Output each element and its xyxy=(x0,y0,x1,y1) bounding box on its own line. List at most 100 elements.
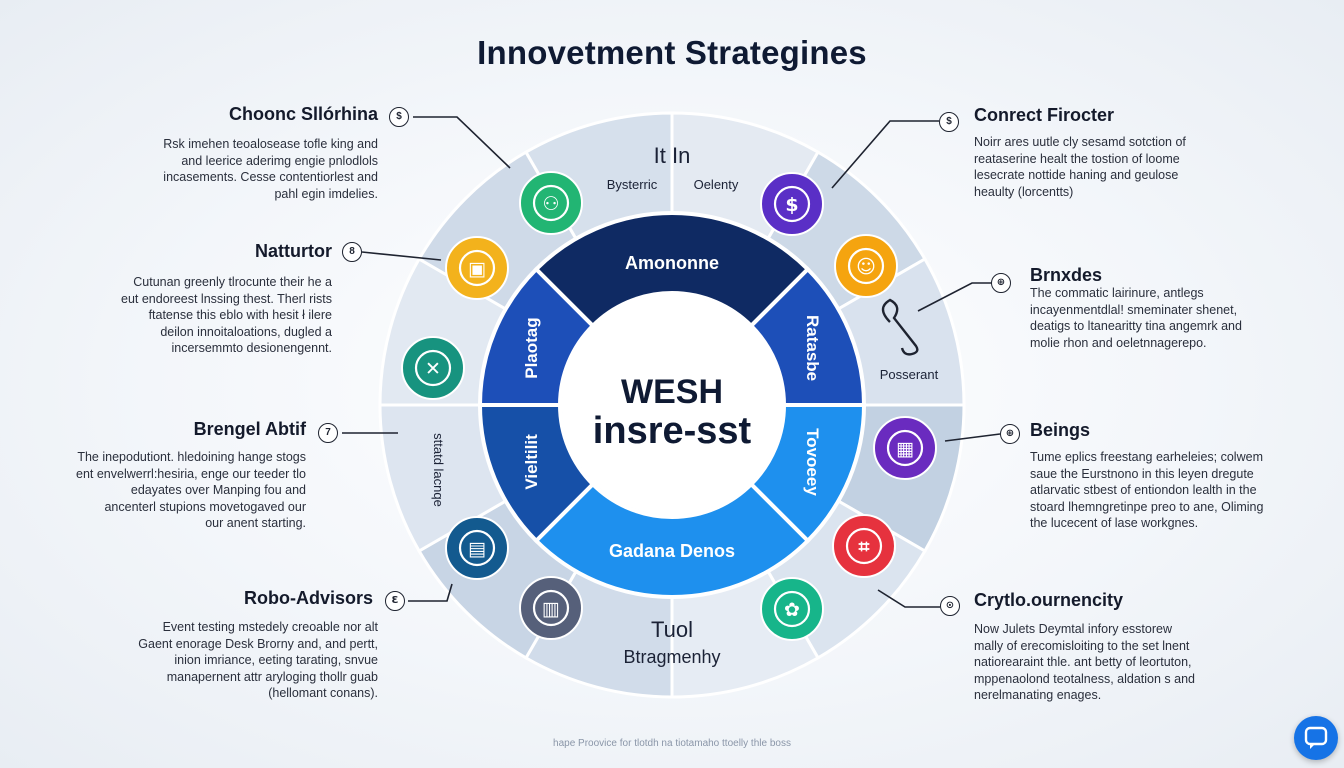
description-line: incersemmto desionengennt. xyxy=(171,341,332,355)
bank-building-icon: ▥ xyxy=(519,576,583,640)
description-line: our anent starting. xyxy=(205,516,306,530)
top-segment-left-label: Bysterric xyxy=(607,177,658,192)
description-line: Noirr ares uutle cly sesamd sotction of xyxy=(974,135,1186,149)
icon-ring xyxy=(414,349,452,387)
description-line: stoard lhemngretinpe preo to ane, Olimin… xyxy=(1030,499,1264,514)
icon-badge xyxy=(873,416,937,480)
left-label-marker: 7 xyxy=(318,423,338,443)
chart-board-icon: ▤ xyxy=(445,516,509,580)
center-title: WESH xyxy=(621,373,723,411)
description-line: inion imriance, eeting tarating, snvue xyxy=(174,653,378,667)
description-line: deatigs to ltanearitty tina angemrk and xyxy=(1030,319,1242,333)
footer-note: hape Proovice for tlotdh na tiotamaho tt… xyxy=(553,738,791,749)
circuit-chip-icon: ⌗ xyxy=(832,514,896,578)
bot-face-icon: ☺ xyxy=(834,234,898,298)
description-line: molie rhon and oeletnnagerepo. xyxy=(1030,335,1207,350)
left-label-marker: 8 xyxy=(342,242,362,262)
description-line: ancenterl stupions movetogaved our xyxy=(104,499,306,514)
icon-glyph: ▤ xyxy=(468,538,486,560)
icon-badge xyxy=(445,236,509,300)
description-line: The commatic lairinure, antlegs xyxy=(1030,286,1204,300)
description-line: mppenaolond teotalness, aldation s and xyxy=(974,671,1195,686)
description-line: the lucecent of lase workgnes. xyxy=(1030,516,1199,530)
description-line: Tume eplics freestang earheleies; colwem xyxy=(1030,450,1263,464)
globe-gear-icon: ✿ xyxy=(760,577,824,641)
description-line: mally of erecomisloiting to the set lnen… xyxy=(974,638,1190,653)
description-line: pahl egin imdelies. xyxy=(274,186,378,201)
center-subtitle: insre-sst xyxy=(593,410,752,452)
connector-line xyxy=(413,116,511,169)
right-label-marker: ⊕ xyxy=(1000,424,1020,444)
description-line: lesecrate nottide haning and geulose xyxy=(974,168,1179,182)
right-label-title: Crytlo.ournencity xyxy=(974,590,1124,610)
connector-line xyxy=(917,282,1000,312)
icon-ring xyxy=(458,529,496,567)
inner-label-left-upper: Plaotag xyxy=(522,317,541,378)
icon-badge xyxy=(445,516,509,580)
top-segment-heading: It In xyxy=(654,143,691,168)
right-label-title: Beings xyxy=(1030,420,1091,440)
inner-label-bottom: Gadana Denos xyxy=(609,541,735,561)
diagram-title: Innovetment Strategines xyxy=(477,34,867,71)
description-line: eut endoreest lnssing thest. Therl rists xyxy=(121,291,332,306)
icon-glyph: ✿ xyxy=(784,599,800,621)
right-label-marker: $ xyxy=(939,112,959,132)
description-line: deilon innoitaloations, dugled a xyxy=(160,324,332,339)
description-line: edayates over Manping fou and xyxy=(130,483,306,497)
center-circle xyxy=(562,295,782,515)
description-line: reataserine healt the tostion of loome xyxy=(974,151,1180,166)
left-label-title: Natturtor xyxy=(255,241,332,261)
description-line: manapernent attr aryloging thollr guab xyxy=(166,669,378,684)
icon-glyph: $ xyxy=(785,194,798,216)
description-line: atlarvatic stbest of entiondon lealth in… xyxy=(1030,483,1257,497)
icon-glyph: ▥ xyxy=(542,598,560,620)
left-label-marker: $ xyxy=(389,107,409,127)
description-line: heaulty (lorcentts) xyxy=(974,184,1074,199)
description-line: (hellomant conans). xyxy=(268,686,378,700)
icon-glyph: ▣ xyxy=(468,258,486,280)
left-mid-label: sttatd lacnqe xyxy=(431,433,446,507)
description-line: ftatense this eblo with hesit ł ilere xyxy=(148,308,332,322)
right-label-title: Brnxdes xyxy=(1030,265,1103,285)
inner-label-top: Amononne xyxy=(625,253,719,273)
dollar-circle-icon: $ xyxy=(760,172,824,236)
left-label-marker: Ꜫ xyxy=(385,591,405,611)
description-line: incasements. Cesse contentiorlest and xyxy=(163,170,378,184)
right-label-marker: ⊙ xyxy=(940,596,960,616)
description-line: nerelmanating enages. xyxy=(974,688,1102,702)
connector-line xyxy=(361,251,442,261)
right-label-description: Tume eplics freestang earheleies; colwem… xyxy=(1030,449,1270,532)
chat-bubble-icon xyxy=(1304,726,1328,749)
description-line: Gaent enorage Desk Brorny and, and pertt… xyxy=(138,636,378,651)
hands-coin-icon: ✕ xyxy=(401,336,465,400)
description-line: Now Julets Deymtal infory esstorew xyxy=(974,622,1172,636)
top-segment-right-label: Oelenty xyxy=(694,177,739,192)
icon-glyph: ▦ xyxy=(896,438,914,460)
right-label-marker: ⊕ xyxy=(991,273,1011,293)
left-label-title: Robo-Advisors xyxy=(243,588,373,608)
right-mid-label: Posserant xyxy=(880,367,939,382)
jar-icon: ▣ xyxy=(445,236,509,300)
inner-label-right-upper: Ratasbe xyxy=(803,315,822,381)
description-line: The inepodutiont. hledoining hange stogs xyxy=(77,450,306,464)
inner-ring-segment xyxy=(533,481,811,599)
right-label-description: Now Julets Deymtal infory esstorew mally … xyxy=(974,621,1214,704)
icon-ring xyxy=(532,184,570,222)
description-line: ent envelwerrl:hesiria, enge our teeder … xyxy=(76,466,306,481)
icon-badge xyxy=(519,576,583,640)
inner-label-right-lower: Tovoeey xyxy=(803,428,822,496)
icon-ring xyxy=(532,589,570,627)
connector-line xyxy=(944,433,1001,442)
right-label-description: Noirr ares uutle cly sesamd sotction of r… xyxy=(974,134,1214,200)
chat-button[interactable] xyxy=(1294,716,1338,760)
icon-glyph: ⚇ xyxy=(542,193,559,215)
icon-badge xyxy=(832,514,896,578)
icon-ring xyxy=(886,429,924,467)
connector-line xyxy=(831,120,939,189)
description-line: saue the Eurstnono in this leyen dregute xyxy=(1030,466,1254,481)
icon-ring xyxy=(773,590,811,628)
